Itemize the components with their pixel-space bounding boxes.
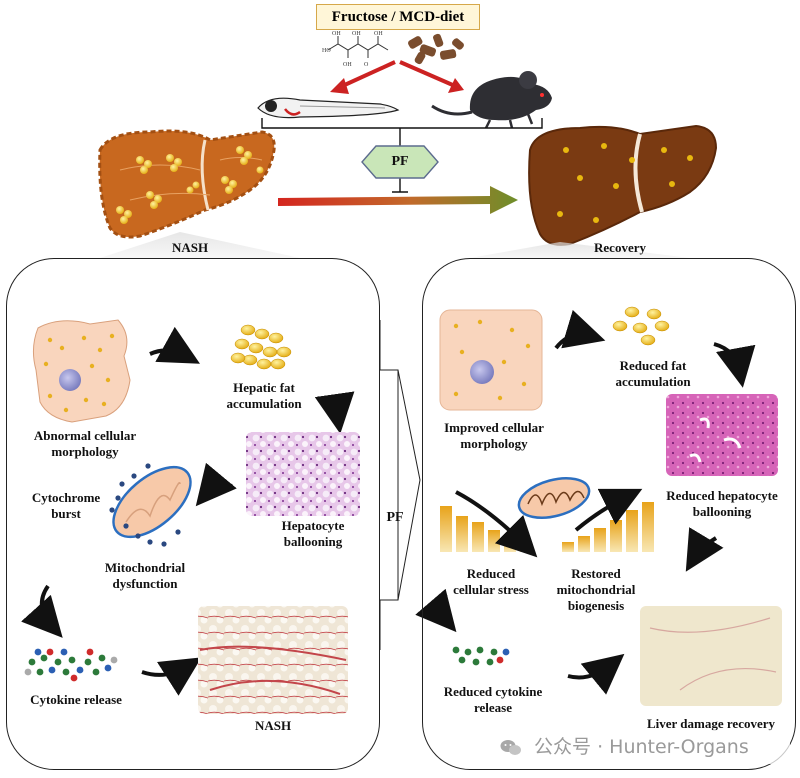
label-cytochrome-burst: Cytochrome burst xyxy=(31,490,101,521)
nash-liver xyxy=(98,129,276,239)
cytokine-cluster xyxy=(24,648,118,682)
hepatocyte-ballooning-micrograph xyxy=(246,432,360,516)
svg-text:OH: OH xyxy=(332,31,341,37)
restored-mitochondrion-illustration xyxy=(517,477,591,519)
nash-header: NASH xyxy=(171,240,209,255)
label-hepatocyte-ballooning: Hepatocyte ballooning xyxy=(281,518,345,549)
label-reduced-ballooning: Reduced hepatocyte ballooning xyxy=(666,488,778,519)
zebrafish-illustration xyxy=(257,97,400,119)
svg-text:OH: OH xyxy=(352,31,361,37)
label-abnormal-morphology: Abnormal cellular morphology xyxy=(33,428,137,459)
label-cytokine-release: Cytokine release xyxy=(30,692,122,707)
label-hepatic-fat: Hepatic fat accumulation xyxy=(226,380,302,411)
nash-liver-fat xyxy=(116,146,264,224)
nash-sirius-red-micrograph xyxy=(198,606,348,714)
label-nash: NASH xyxy=(254,718,292,733)
watermark: 公众号 · Hunter-Organs xyxy=(500,730,790,764)
progression-arrow xyxy=(278,186,518,214)
reduced-fat-cluster xyxy=(612,306,670,346)
pf-label-top: PF xyxy=(391,154,409,169)
wechat-icon xyxy=(500,739,521,755)
diet-title: Fructose / MCD-diet xyxy=(316,4,480,30)
liver-recovery-micrograph xyxy=(640,606,782,706)
recovery-liver-fat xyxy=(557,143,693,223)
svg-text:O: O xyxy=(364,62,369,68)
pf-hexagon xyxy=(361,145,439,179)
svg-text:OH: OH xyxy=(343,62,352,68)
recovery-header: Recovery xyxy=(594,240,646,255)
label-reduced-fat: Reduced fat accumulation xyxy=(615,358,691,389)
nash-panel xyxy=(6,258,380,770)
label-liver-recovery: Liver damage recovery xyxy=(646,716,776,731)
label-restored-mito: Restored mitochondrial biogenesis xyxy=(556,566,636,613)
label-mito-dysfunction: Mitochondrial dysfunction xyxy=(104,560,186,591)
svg-text:OH: OH xyxy=(374,31,383,37)
pf-label-middle: PF xyxy=(386,510,404,525)
label-reduced-stress: Reduced cellular stress xyxy=(453,566,529,597)
fructose-molecule xyxy=(327,36,389,58)
reduced-cytokine-cluster xyxy=(452,646,510,666)
restored-mito-bars xyxy=(562,502,654,552)
hepatic-fat-cluster xyxy=(230,324,292,370)
svg-text:HO: HO xyxy=(322,48,331,54)
recovery-liver xyxy=(528,124,718,246)
abnormal-cell-illustration xyxy=(32,319,131,423)
label-reduced-cytokine: Reduced cytokine release xyxy=(443,684,543,715)
improved-cell-illustration xyxy=(439,309,543,411)
watermark-text: 公众号 · Hunter-Organs xyxy=(534,736,749,758)
mitochondrion-illustration xyxy=(109,463,192,547)
recovery-panel xyxy=(422,258,796,770)
mouse-illustration xyxy=(431,71,552,129)
label-improved-morphology: Improved cellular morphology xyxy=(444,420,544,451)
diet-pellets xyxy=(408,33,464,65)
